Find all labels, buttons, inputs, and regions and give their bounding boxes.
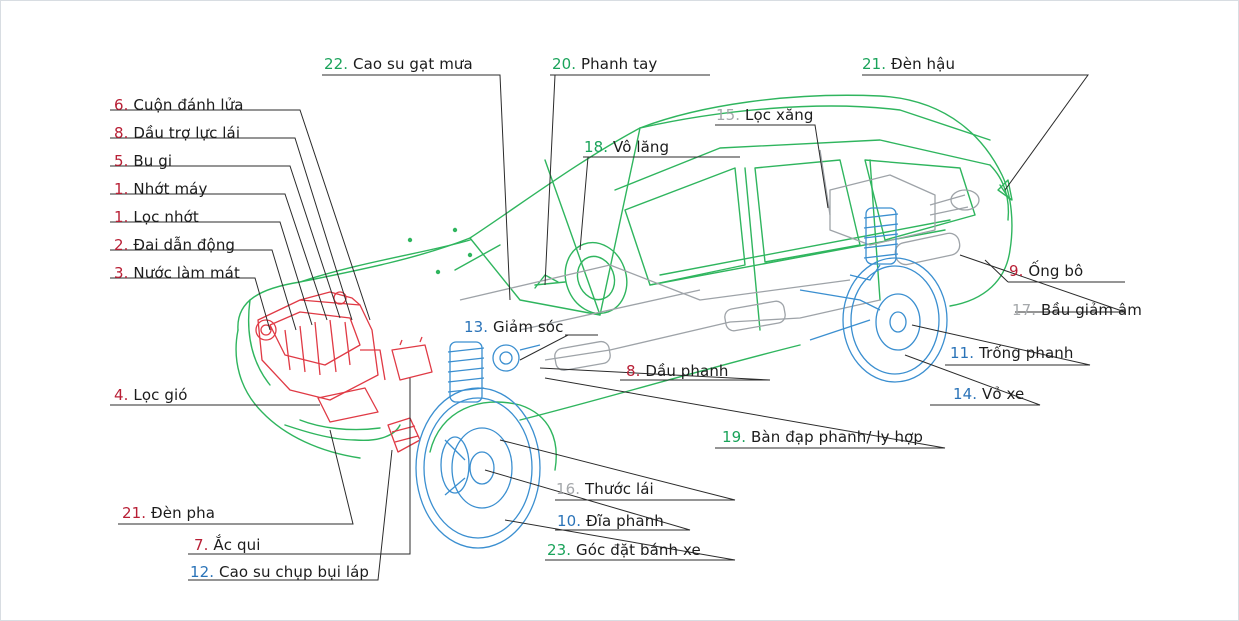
label-text: Vỏ xe (982, 385, 1025, 403)
label-wiper-rubber: 22. Cao su gạt mưa (324, 55, 473, 73)
label-number: 5. (114, 152, 129, 170)
label-text: Đèn pha (151, 504, 216, 522)
label-number: 12. (190, 563, 215, 581)
label-number: 17. (1012, 301, 1037, 319)
engine-block (255, 291, 433, 453)
label-number: 23. (547, 541, 572, 559)
label-number: 6. (114, 96, 129, 114)
label-text: Vô lăng (613, 138, 670, 156)
label-text: Đèn hậu (891, 55, 956, 73)
label-number: 22. (324, 55, 349, 73)
label-number: 20. (552, 55, 577, 73)
label-tire: 14. Vỏ xe (953, 385, 1024, 403)
leader-lines (110, 74, 1126, 581)
label-text: Lọc xăng (745, 106, 814, 124)
label-brake-disc: 10. Đĩa phanh (557, 512, 664, 530)
label-text: Ống bô (1028, 262, 1084, 280)
label-muffler: 17. Bầu giảm âm (1012, 301, 1142, 319)
label-coolant: 3. Nước làm mát (114, 264, 240, 282)
label-steering-wheel: 18. Vô lăng (584, 138, 669, 156)
label-number: 2. (114, 236, 129, 254)
label-cv-boot: 12. Cao su chụp bụi láp (190, 563, 369, 581)
label-number: 21. (862, 55, 887, 73)
label-text: Lọc gió (133, 386, 188, 404)
label-text: Phanh tay (581, 55, 658, 73)
label-number: 8. (114, 124, 129, 142)
label-text: Bầu giảm âm (1041, 301, 1142, 319)
label-number: 14. (953, 385, 978, 403)
label-text: Dầu trợ lực lái (133, 124, 241, 142)
label-number: 9. (1009, 262, 1024, 280)
label-brake-clutch-pedal: 19. Bàn đạp phanh/ ly hợp (722, 428, 923, 446)
front-wheel (415, 387, 541, 549)
label-number: 8. (626, 362, 641, 380)
label-drive-belt: 2. Đai dẫn động (114, 236, 235, 254)
label-steering-rack: 16. Thước lái (556, 480, 654, 498)
label-text: Bàn đạp phanh/ ly hợp (751, 428, 923, 446)
label-text: Ắc qui (213, 536, 261, 554)
front-suspension (447, 341, 541, 403)
label-spark-plug: 5. Bu gi (114, 152, 172, 170)
label-number: 3. (114, 264, 129, 282)
rear-wheel (842, 257, 948, 383)
label-power-steering-fluid: 8. Dầu trợ lực lái (114, 124, 240, 142)
label-text: Thước lái (585, 480, 654, 498)
label-headlight: 21. Đèn pha (122, 504, 215, 522)
label-text: Nhớt máy (133, 180, 208, 198)
label-tail-light: 21. Đèn hậu (862, 55, 955, 73)
label-text: Cao su gạt mưa (353, 55, 473, 73)
label-text: Cuộn đánh lửa (133, 96, 244, 114)
label-number: 15. (716, 106, 741, 124)
label-number: 13. (464, 318, 489, 336)
label-text: Đai dẫn động (133, 236, 236, 254)
car-body-outline (235, 94, 1013, 471)
label-text: Lọc nhớt (133, 208, 199, 226)
label-number: 1. (114, 180, 129, 198)
label-handbrake: 20. Phanh tay (552, 55, 657, 73)
label-brake-fluid: 8. Dầu phanh (626, 362, 729, 380)
label-text: Trống phanh (979, 344, 1074, 362)
label-air-filter: 4. Lọc gió (114, 386, 188, 404)
label-number: 4. (114, 386, 129, 404)
label-number: 19. (722, 428, 747, 446)
label-number: 11. (950, 344, 975, 362)
label-text: Giảm sóc (493, 318, 564, 336)
chassis-exhaust (459, 149, 980, 371)
label-text: Đĩa phanh (586, 512, 664, 530)
label-number: 21. (122, 504, 147, 522)
label-shock-absorber: 13. Giảm sóc (464, 318, 563, 336)
label-number: 16. (556, 480, 581, 498)
label-engine-oil: 1. Nhớt máy (114, 180, 207, 198)
label-number: 1. (114, 208, 129, 226)
label-wheel-alignment: 23. Góc đặt bánh xe (547, 541, 701, 559)
label-text: Dầu phanh (645, 362, 729, 380)
label-text: Góc đặt bánh xe (576, 541, 701, 559)
label-text: Cao su chụp bụi láp (219, 563, 370, 581)
label-battery: 7. Ắc qui (194, 536, 260, 554)
label-oil-filter: 1. Lọc nhớt (114, 208, 199, 226)
label-text: Nước làm mát (133, 264, 240, 282)
rear-suspension (799, 207, 899, 341)
label-exhaust-pipe: 9. Ống bô (1009, 262, 1083, 280)
label-fuel-filter: 15. Lọc xăng (716, 106, 813, 124)
label-number: 7. (194, 536, 209, 554)
label-ignition-coil: 6. Cuộn đánh lửa (114, 96, 244, 114)
label-number: 10. (557, 512, 582, 530)
label-brake-drum: 11. Trống phanh (950, 344, 1073, 362)
label-number: 18. (584, 138, 609, 156)
label-text: Bu gi (133, 152, 173, 170)
